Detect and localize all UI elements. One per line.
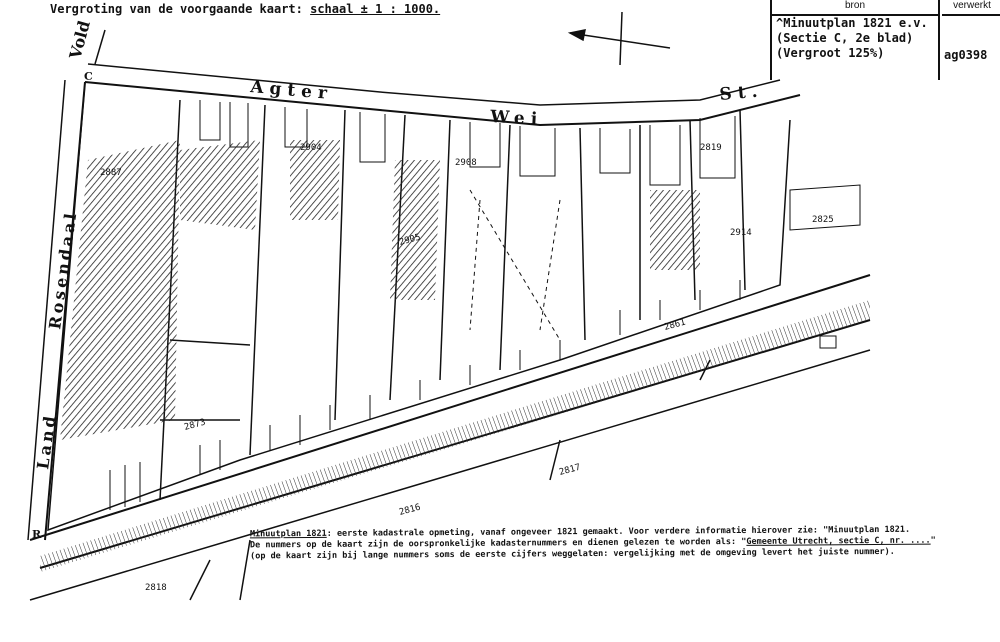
processed-header: verwerkt xyxy=(942,0,1000,16)
parcel-number: 2914 xyxy=(730,228,752,238)
parcel-number: 2908 xyxy=(455,158,477,168)
parcel-number: 2817 xyxy=(558,463,582,478)
source-text: ^Minuutplan 1821 e.v. (Sectie C, 2e blad… xyxy=(776,16,928,60)
corner-label-r: R xyxy=(32,528,42,541)
source-table: bron verwerkt ^Minuutplan 1821 e.v. (Sec… xyxy=(770,0,1000,80)
parcel-number: 2825 xyxy=(812,215,834,225)
north-arrow-icon xyxy=(567,11,671,66)
reference-format: Gemeente Utrecht, sectie C, nr. .... xyxy=(746,535,931,547)
parcel-number: 2904 xyxy=(300,143,322,153)
street-label-vold: Vold xyxy=(65,19,94,62)
map-title: Vergroting van de voorgaande kaart: scha… xyxy=(50,2,440,16)
title-text: Vergroting van de voorgaande kaart: xyxy=(50,2,303,16)
corner-label-c: C xyxy=(84,70,93,83)
parcel-number: 2887 xyxy=(100,168,122,178)
street-label-st: St. xyxy=(719,81,765,105)
parcel-number: 2861 xyxy=(663,318,687,333)
street-label-agter: Agter xyxy=(249,77,334,104)
source-header: bron xyxy=(772,0,938,16)
map-note: Minuutplan 1821: eerste kadastrale opmet… xyxy=(250,525,936,563)
street-label-wei: Wei xyxy=(489,107,544,130)
table-divider xyxy=(938,0,940,80)
scale-text: schaal ± 1 : 1000. xyxy=(310,2,441,16)
parcel-number: 2818 xyxy=(145,583,167,593)
note-text: " xyxy=(930,535,936,546)
parcel-number: 2819 xyxy=(700,143,722,153)
note-heading: Minuutplan 1821 xyxy=(249,528,327,540)
processed-code: ag0398 xyxy=(944,48,988,62)
parcel-number: 2816 xyxy=(398,503,422,518)
